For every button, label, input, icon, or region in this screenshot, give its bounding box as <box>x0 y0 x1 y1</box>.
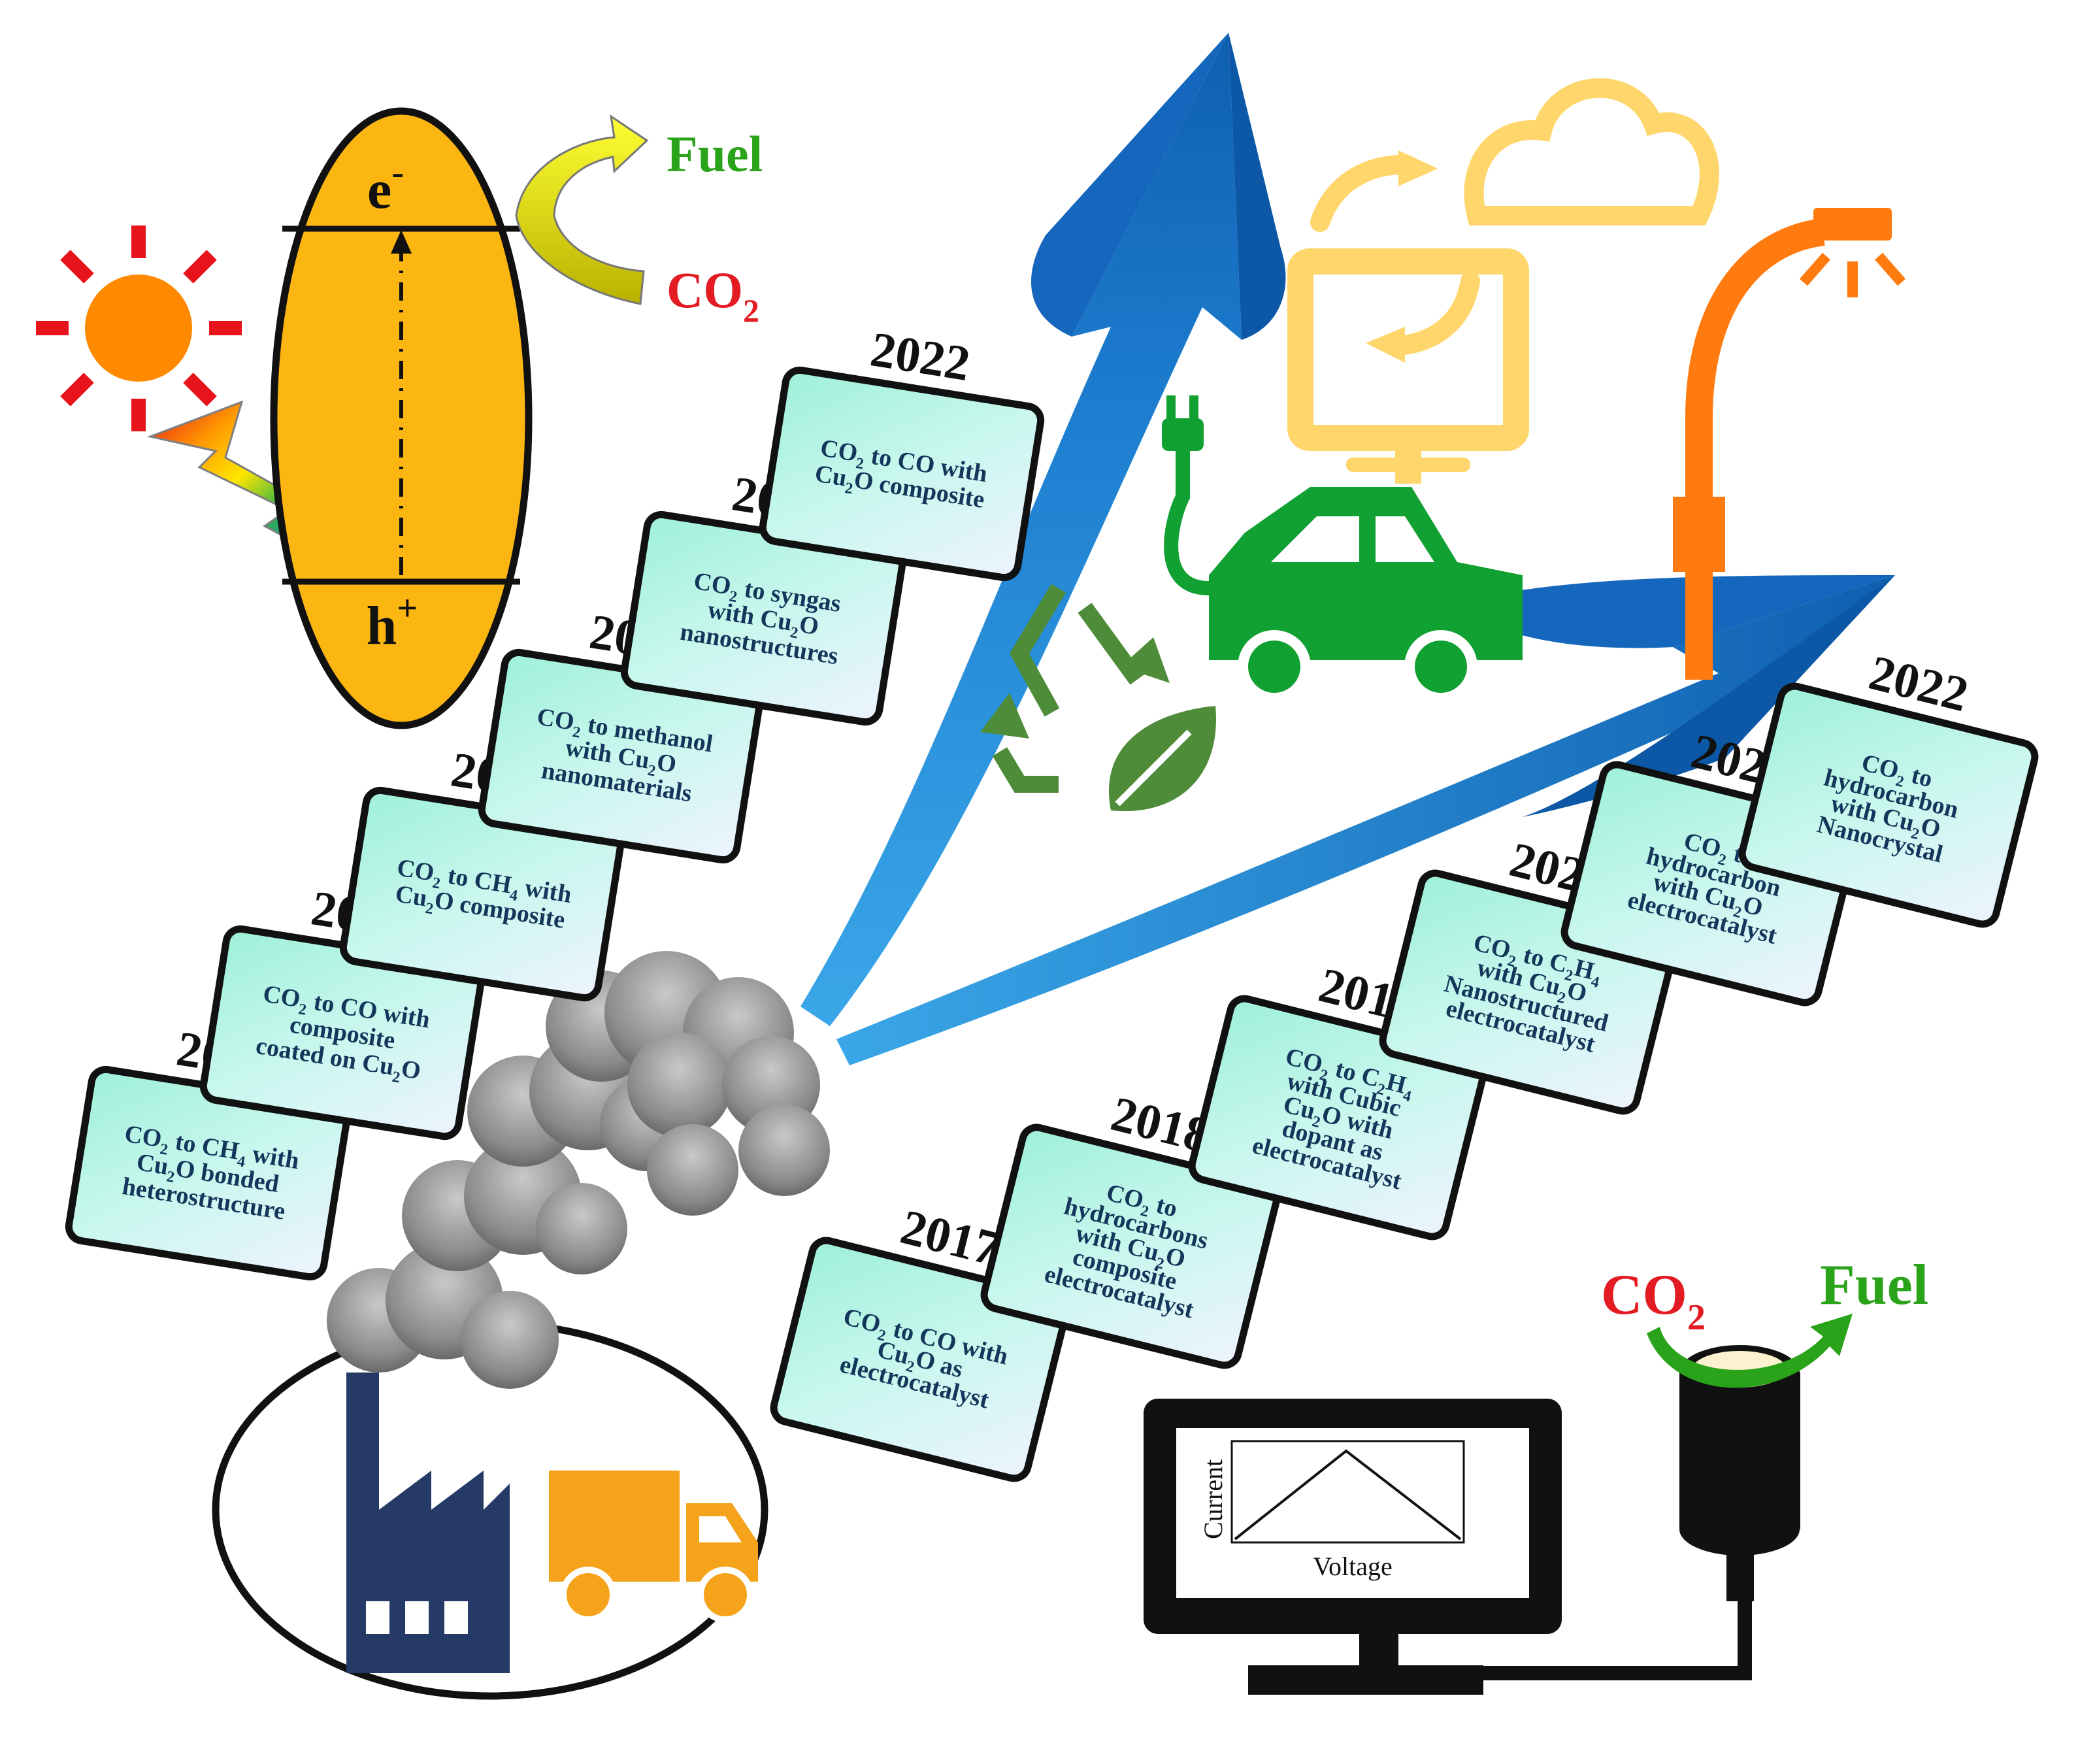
electro-co2-label: CO2 <box>1601 1263 1706 1338</box>
cloud-sync-icon <box>1310 78 1719 355</box>
photo-fuel-label: Fuel <box>667 125 763 182</box>
timeline-card-box <box>1738 682 2039 928</box>
timeline-card-box <box>980 1123 1281 1369</box>
street-lamp-icon <box>1673 208 1906 680</box>
photo-co2-label: CO2 <box>667 261 759 329</box>
electrode-icon <box>1483 1345 1800 1680</box>
band-ellipse <box>270 107 533 729</box>
timeline-card-box <box>759 366 1045 582</box>
sync-arrow-head-1 <box>1398 150 1438 186</box>
computer-icon <box>1287 248 1529 484</box>
plot-y-label: Current <box>1198 1459 1228 1539</box>
sync-arrow-head-2 <box>1366 327 1405 363</box>
blue-arrow-icon <box>800 33 1895 1065</box>
electron-label: e- <box>367 152 404 220</box>
reaction-arrow-icon <box>515 114 649 305</box>
electric-car-icon <box>1162 395 1523 703</box>
hole-label: h+ <box>367 588 418 656</box>
sun-icon <box>36 225 242 431</box>
monitor-icon <box>1144 1399 1562 1695</box>
factory-icon <box>346 1373 510 1673</box>
electro-reaction-arrow <box>1647 1314 1853 1388</box>
recycle-arrow-head-2 <box>980 693 1029 739</box>
smoke-cloud-icon <box>327 951 830 1389</box>
electro-fuel-label: Fuel <box>1820 1254 1928 1317</box>
plot-x-label: Voltage <box>1313 1552 1392 1581</box>
timeline-card-line: CO2 to C2H4 <box>1470 929 1605 991</box>
recycle-arrow-head <box>1121 637 1170 683</box>
truck-icon <box>549 1471 758 1623</box>
leaf-vein <box>1115 729 1192 807</box>
timeline-card-line: Cu2O as <box>873 1335 965 1388</box>
